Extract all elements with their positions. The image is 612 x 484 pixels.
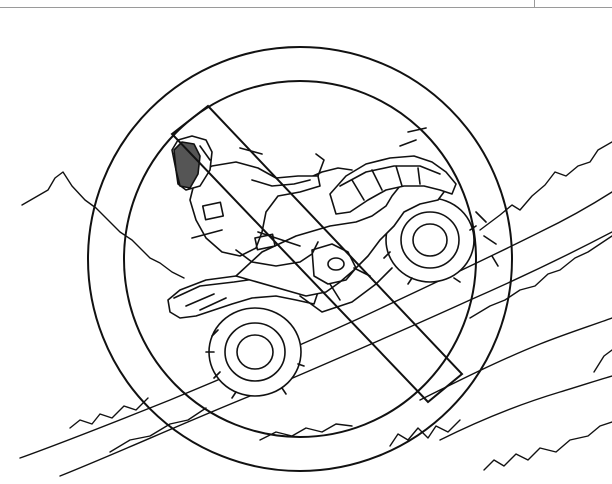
rider-leg <box>235 231 319 267</box>
motion-lines <box>191 127 499 267</box>
atv-with-rider <box>167 127 499 399</box>
left-foothill-2 <box>109 407 207 453</box>
rider-patch <box>201 201 225 221</box>
rock-outcrop-bottom <box>389 419 461 447</box>
left-mountain-ridge <box>21 171 185 279</box>
prohibition-inner-ring <box>123 80 477 438</box>
hillside-terrain <box>19 141 612 477</box>
hill-ridge-right-lower <box>469 235 612 319</box>
prohibition-sign <box>87 46 513 472</box>
hill-ridge-right <box>479 141 612 231</box>
front-fender <box>329 155 457 215</box>
prohibition-outer-ring <box>87 46 513 472</box>
right-edge-ridge <box>593 349 612 373</box>
top-border-divider <box>534 0 535 8</box>
rock-outcrop-bottom-right <box>483 421 612 471</box>
lower-hill-right-2 <box>439 375 612 441</box>
hill-line-2 <box>59 231 612 477</box>
hill-line-1 <box>19 191 612 459</box>
front-rack <box>339 165 441 201</box>
ground-shadow <box>259 423 353 441</box>
rider-helmet <box>171 135 213 191</box>
rear-wheel <box>205 307 305 399</box>
lower-hill-right <box>419 317 612 401</box>
top-border-line <box>0 0 612 8</box>
left-foothill <box>69 397 149 429</box>
engine-frame <box>311 243 357 285</box>
prohibition-slash <box>170 104 464 404</box>
foot-peg <box>327 257 345 271</box>
front-wheel <box>383 197 477 285</box>
